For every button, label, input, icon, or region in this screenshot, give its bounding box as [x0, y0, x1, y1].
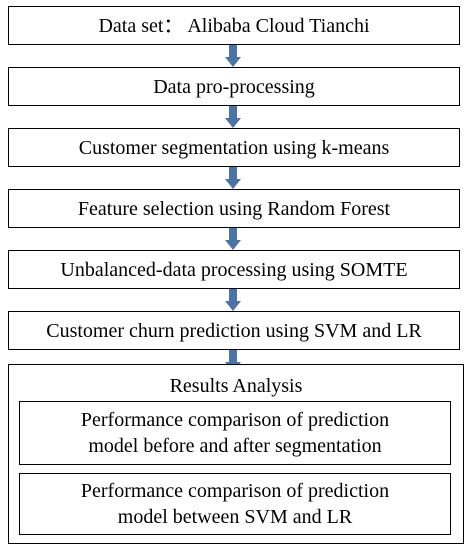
step-label-dataset: Data set： Alibaba Cloud Tianchi [98, 14, 370, 37]
step-box-dataset: Data set： Alibaba Cloud Tianchi [8, 6, 460, 45]
step-label-feature-selection: Feature selection using Random Forest [77, 197, 391, 220]
down-arrow-icon [225, 106, 241, 128]
result-item-text: Performance comparison of prediction mod… [80, 408, 390, 457]
step-box-preprocessing: Data pro-processing [8, 67, 460, 106]
step-box-unbalanced-data: Unbalanced-data processing using SOMTE [8, 250, 460, 289]
result-item-segmentation-comparison: Performance comparison of prediction mod… [19, 401, 451, 465]
down-arrow-icon [225, 45, 241, 67]
step-box-segmentation: Customer segmentation using k-means [8, 128, 460, 167]
step-label-churn-prediction: Customer churn prediction using SVM and … [46, 319, 422, 342]
step-box-churn-prediction: Customer churn prediction using SVM and … [8, 311, 460, 350]
step-label-preprocessing: Data pro-processing [153, 75, 315, 98]
results-analysis-box: Results Analysis Performance comparison … [8, 364, 464, 544]
step-label-segmentation: Customer segmentation using k-means [78, 136, 390, 159]
down-arrow-icon [225, 167, 241, 189]
result-item-model-comparison: Performance comparison of prediction mod… [19, 473, 451, 535]
down-arrow-icon [225, 289, 241, 311]
down-arrow-icon [225, 228, 241, 250]
step-box-feature-selection: Feature selection using Random Forest [8, 189, 460, 228]
step-label-unbalanced-data: Unbalanced-data processing using SOMTE [60, 258, 408, 281]
result-item-text: Performance comparison of prediction mod… [80, 479, 390, 528]
results-analysis-title: Results Analysis [169, 375, 303, 397]
